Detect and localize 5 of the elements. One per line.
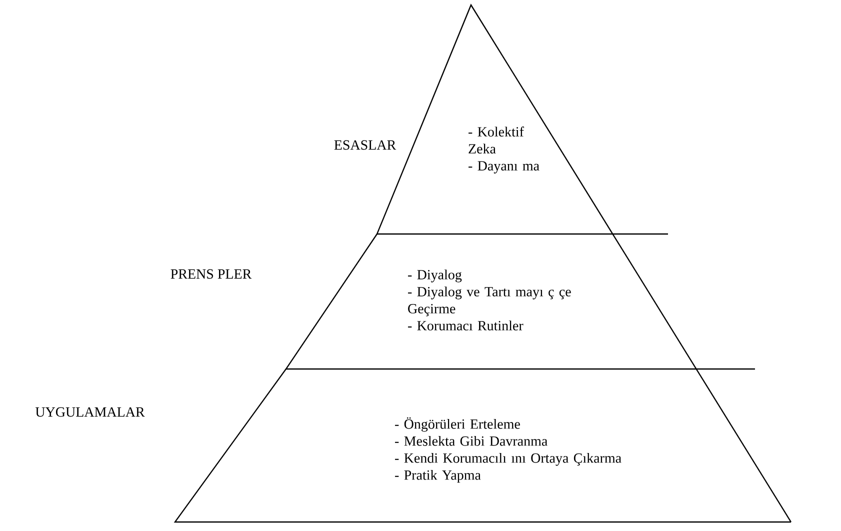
pyramid-level: - Öngörüleri Erteleme - Meslekta Gibi Davranma - Kendi Korumacılı ını Ortaya Çıkarma - Pratik Yapma <box>174 368 792 523</box>
pyramid-level: - Diyalog - Diyalog ve Tartı mayı ç çe Geçirme - Korumacı Rutinler <box>284 233 755 370</box>
level-label: UYGULAMALAR <box>35 407 145 417</box>
level-label: PRENS PLER <box>170 269 252 279</box>
level-label: ESASLAR <box>334 140 396 150</box>
